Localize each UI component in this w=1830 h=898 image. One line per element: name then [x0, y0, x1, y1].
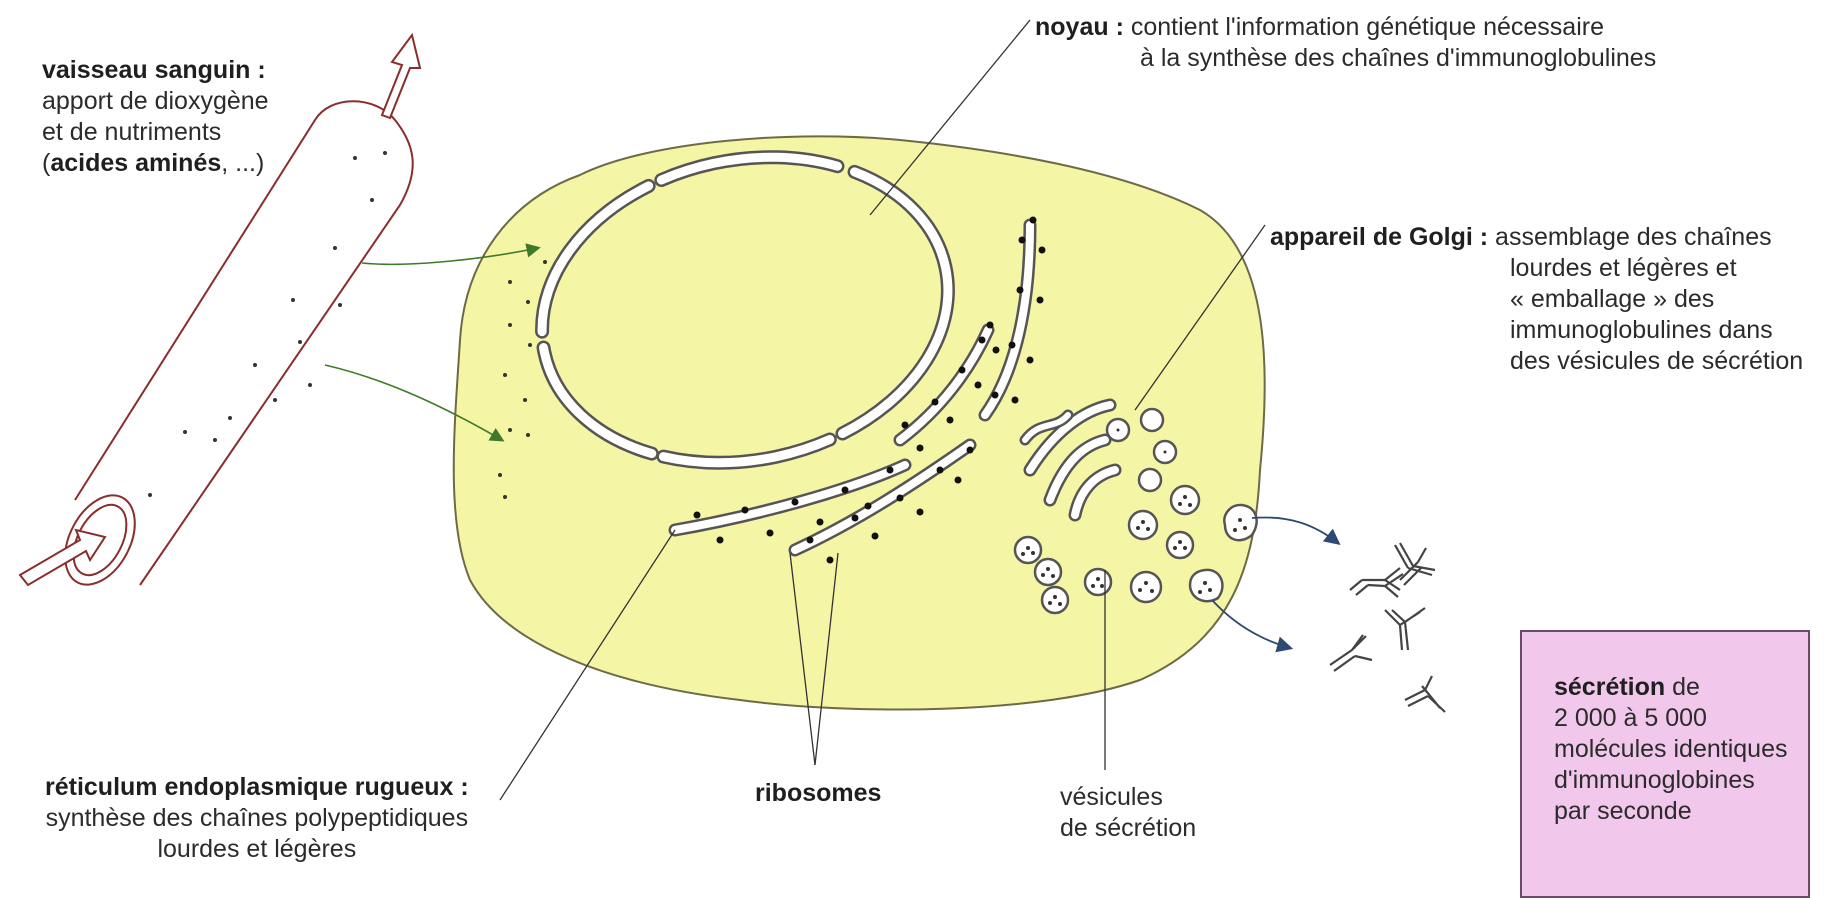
reticulum-label: réticulum endoplasmique rugueux : synthè…	[45, 772, 469, 865]
vessel-title-colon: :	[250, 56, 265, 84]
vesicles-line-2: de sécrétion	[1060, 813, 1196, 844]
golgi-line-4: immunoglobulines dans	[1270, 315, 1803, 346]
nucleus-title: noyau :	[1035, 13, 1124, 41]
vesicles-label: vésicules de sécrétion	[1060, 782, 1196, 844]
secretion-title-rest: de	[1665, 673, 1700, 701]
secretion-title: sécrétion	[1554, 673, 1665, 701]
antibody-molecules	[1330, 543, 1445, 712]
vessel-line-1: apport de dioxygène	[42, 86, 269, 117]
nucleus-line-2: à la synthèse des chaînes d'immunoglobul…	[1035, 43, 1656, 74]
vesicles-line-1: vésicules	[1060, 782, 1196, 813]
nucleus-label: noyau : contient l'information génétique…	[1035, 12, 1656, 74]
vessel-label: vaisseau sanguin : apport de dioxygène e…	[42, 55, 269, 179]
secretion-line-2: molécules identiques	[1554, 734, 1787, 765]
golgi-title: appareil de Golgi :	[1270, 223, 1488, 251]
secretion-line-1: 2 000 à 5 000	[1554, 703, 1787, 734]
golgi-label: appareil de Golgi : assemblage des chaîn…	[1270, 222, 1803, 377]
golgi-line-5: des vésicules de sécrétion	[1270, 346, 1803, 377]
secretion-line-3: d'immunoglobines	[1554, 765, 1787, 796]
vessel-line-3-bold: acides aminés	[50, 149, 221, 177]
reticulum-title: réticulum endoplasmique rugueux :	[45, 772, 469, 803]
vessel-title: vaisseau sanguin	[42, 56, 250, 84]
golgi-line-2: lourdes et légères et	[1270, 253, 1803, 284]
vessel-line-2: et de nutriments	[42, 117, 269, 148]
golgi-line-3: « emballage » des	[1270, 284, 1803, 315]
secretion-text: sécrétion de 2 000 à 5 000 molécules ide…	[1554, 672, 1787, 827]
vessel-dots	[148, 151, 387, 497]
secretion-box: sécrétion de 2 000 à 5 000 molécules ide…	[1520, 630, 1810, 898]
golgi-line-1: assemblage des chaînes	[1495, 223, 1772, 251]
ribosomes-label: ribosomes	[755, 778, 881, 809]
nucleus-line-1: contient l'information génétique nécessa…	[1131, 13, 1604, 41]
secretion-line-4: par seconde	[1554, 796, 1787, 827]
secretion-arrow-1	[1252, 517, 1338, 543]
vessel-line-3-close: , ...)	[221, 149, 264, 177]
reticulum-line-1: synthèse des chaînes polypeptidiques	[45, 803, 469, 834]
reticulum-line-2: lourdes et légères	[45, 834, 469, 865]
